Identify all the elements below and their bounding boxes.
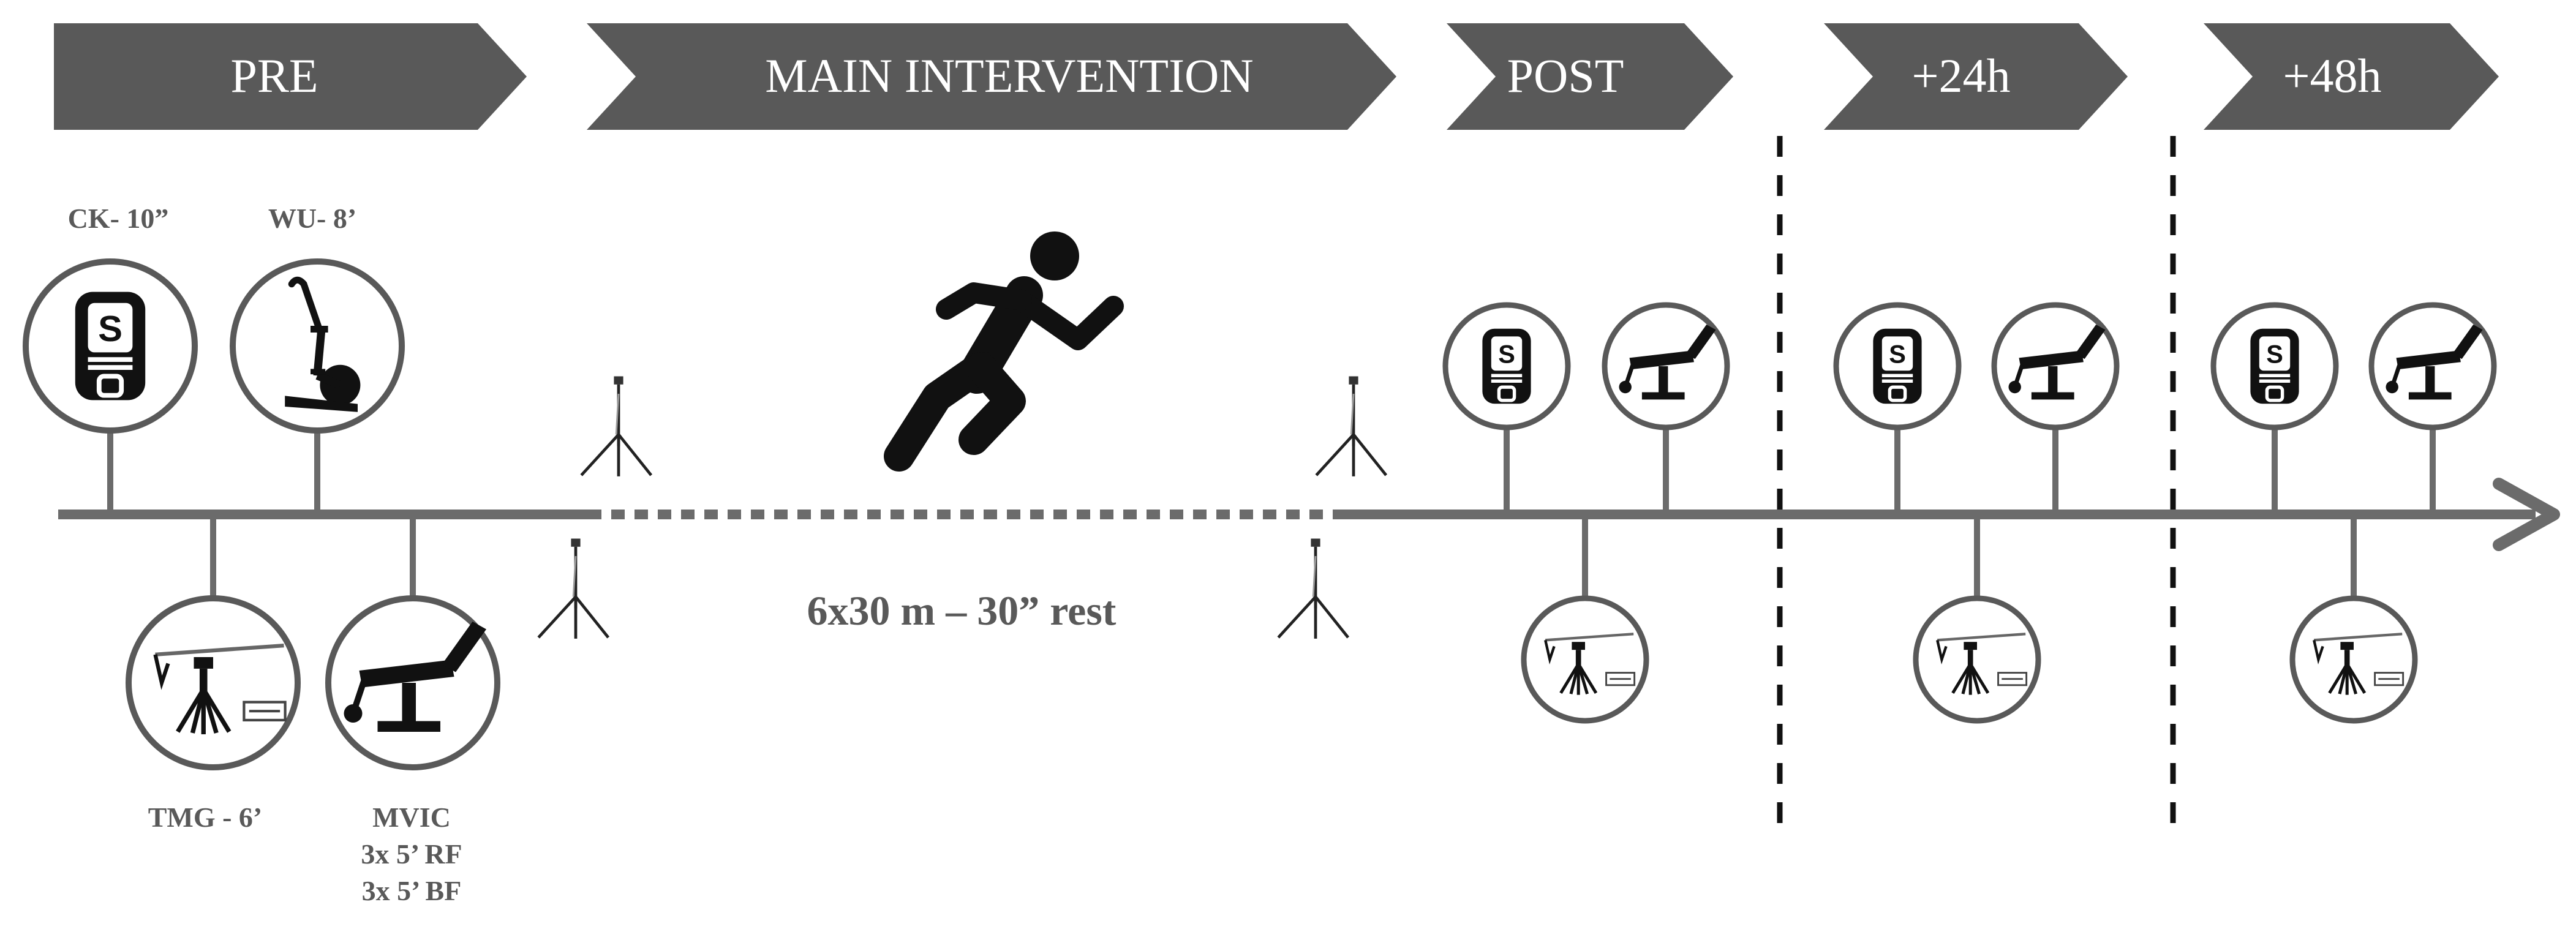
h24-tmg-node <box>1913 595 2041 724</box>
h48-ck-node <box>2210 302 2339 431</box>
photocell-gate-icon <box>538 539 608 639</box>
photocell-gate-icon <box>1316 377 1386 476</box>
ck-label: CK- 10” <box>68 203 169 234</box>
ck-analyzer-icon <box>2250 329 2299 404</box>
timeline-arrowhead <box>2493 478 2560 551</box>
photocell-gate-icon <box>581 377 651 476</box>
protocol-label: 6x30 m – 30” rest <box>807 587 1117 634</box>
h24-ck-node <box>1833 302 1962 431</box>
phase-post-label: POST <box>1507 49 1624 102</box>
phase-pre-label: PRE <box>230 49 318 102</box>
timeline <box>58 478 2560 551</box>
mvic-bf-label: 3x 5’ BF <box>362 875 462 906</box>
pre-mvic-node <box>325 595 500 770</box>
phase-48h-label: +48h <box>2283 49 2382 102</box>
phase-24h: +24h <box>1824 23 2128 130</box>
h48-mvic-node <box>2368 302 2497 431</box>
photocell-gate-icon <box>1278 539 1348 639</box>
phase-48h: +48h <box>2204 23 2499 130</box>
tmg-label: TMG - 6’ <box>148 802 263 833</box>
phase-main-label: MAIN INTERVENTION <box>765 49 1253 102</box>
ck-analyzer-icon <box>1482 329 1531 404</box>
wu-label: WU- 8’ <box>268 203 356 234</box>
stems <box>107 429 2436 597</box>
ck-analyzer-icon <box>75 292 145 401</box>
pre-wu-node <box>230 258 405 434</box>
post-ck-node <box>1442 302 1571 431</box>
h48-tmg-node <box>2289 595 2418 724</box>
pre-tmg-node <box>126 595 301 770</box>
ck-analyzer-icon <box>1873 329 1921 404</box>
sprinter-icon <box>884 231 1124 472</box>
phase-post: POST <box>1447 23 1733 130</box>
mvic-label: MVIC <box>372 802 451 833</box>
post-mvic-node <box>1602 302 1730 431</box>
h24-mvic-node <box>1991 302 2120 431</box>
phase-main-intervention: MAIN INTERVENTION <box>587 23 1396 130</box>
post-tmg-node <box>1521 595 1649 724</box>
phase-24h-label: +24h <box>1912 49 2011 102</box>
mvic-rf-label: 3x 5’ RF <box>361 838 462 870</box>
phase-pre: PRE <box>54 23 527 130</box>
pre-ck-node <box>23 258 198 434</box>
